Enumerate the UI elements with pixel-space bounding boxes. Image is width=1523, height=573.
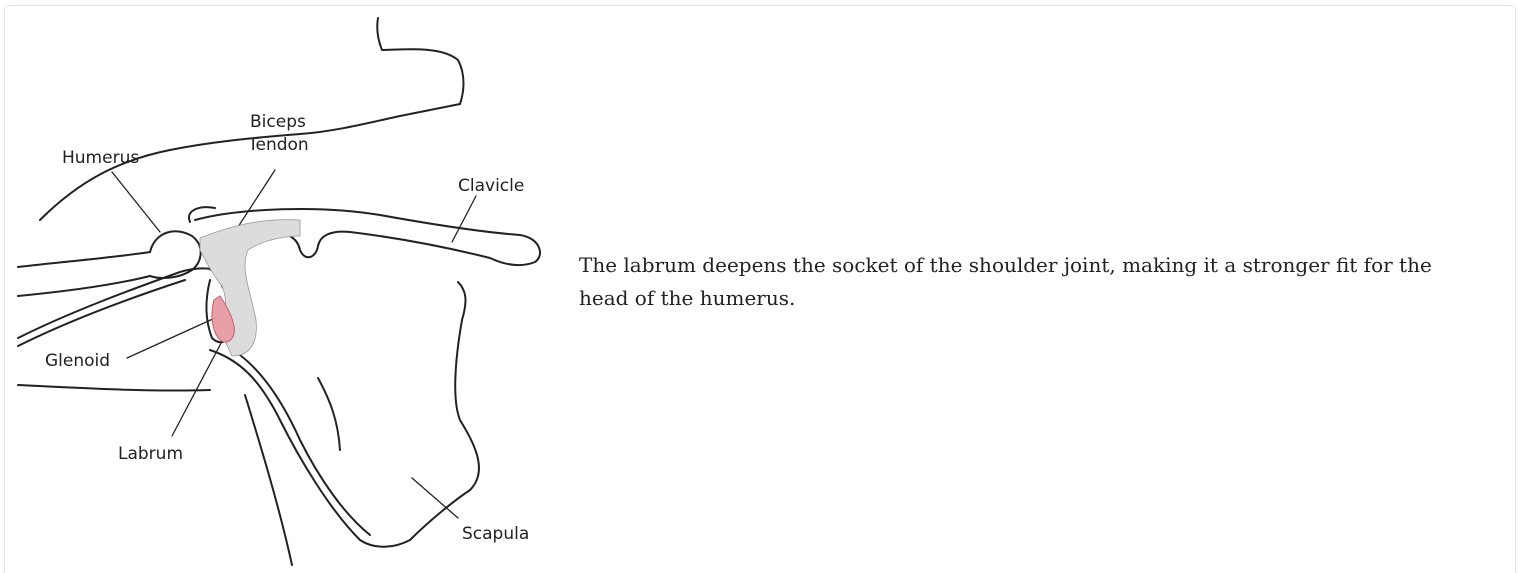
lower-trunk-line (245, 395, 292, 565)
acromion-outline (189, 207, 215, 222)
label-biceps-line2: Tendon (247, 135, 309, 155)
humerus-shaft-upper (18, 252, 150, 267)
glenoid-leader (127, 318, 215, 358)
label-clavicle: Clavicle (458, 176, 524, 196)
biceps-tendon-outline (18, 268, 228, 338)
label-labrum: Labrum (118, 444, 183, 464)
scapula-leader (412, 478, 458, 518)
scapula-spine-line (318, 378, 340, 450)
shoulder-anatomy-figure: Humerus Biceps Tendon Clavicle Glenoid L… (0, 0, 560, 573)
humerus-head (150, 231, 201, 278)
shoulder-illustration: Humerus Biceps Tendon Clavicle Glenoid L… (0, 0, 560, 573)
labrum-leader (172, 330, 228, 436)
lower-arm-outline (18, 385, 210, 391)
biceps-tendon-inner (18, 280, 185, 346)
label-humerus: Humerus (62, 148, 139, 168)
label-scapula: Scapula (462, 524, 529, 544)
label-biceps-line1: Biceps (250, 112, 306, 132)
cartilage-area (200, 220, 300, 356)
humerus-shaft-lower (18, 276, 150, 296)
figure-caption: The labrum deepens the socket of the sho… (579, 249, 1479, 315)
clavicle-leader (452, 196, 476, 242)
label-glenoid: Glenoid (45, 351, 110, 371)
humerus-leader (112, 172, 160, 232)
